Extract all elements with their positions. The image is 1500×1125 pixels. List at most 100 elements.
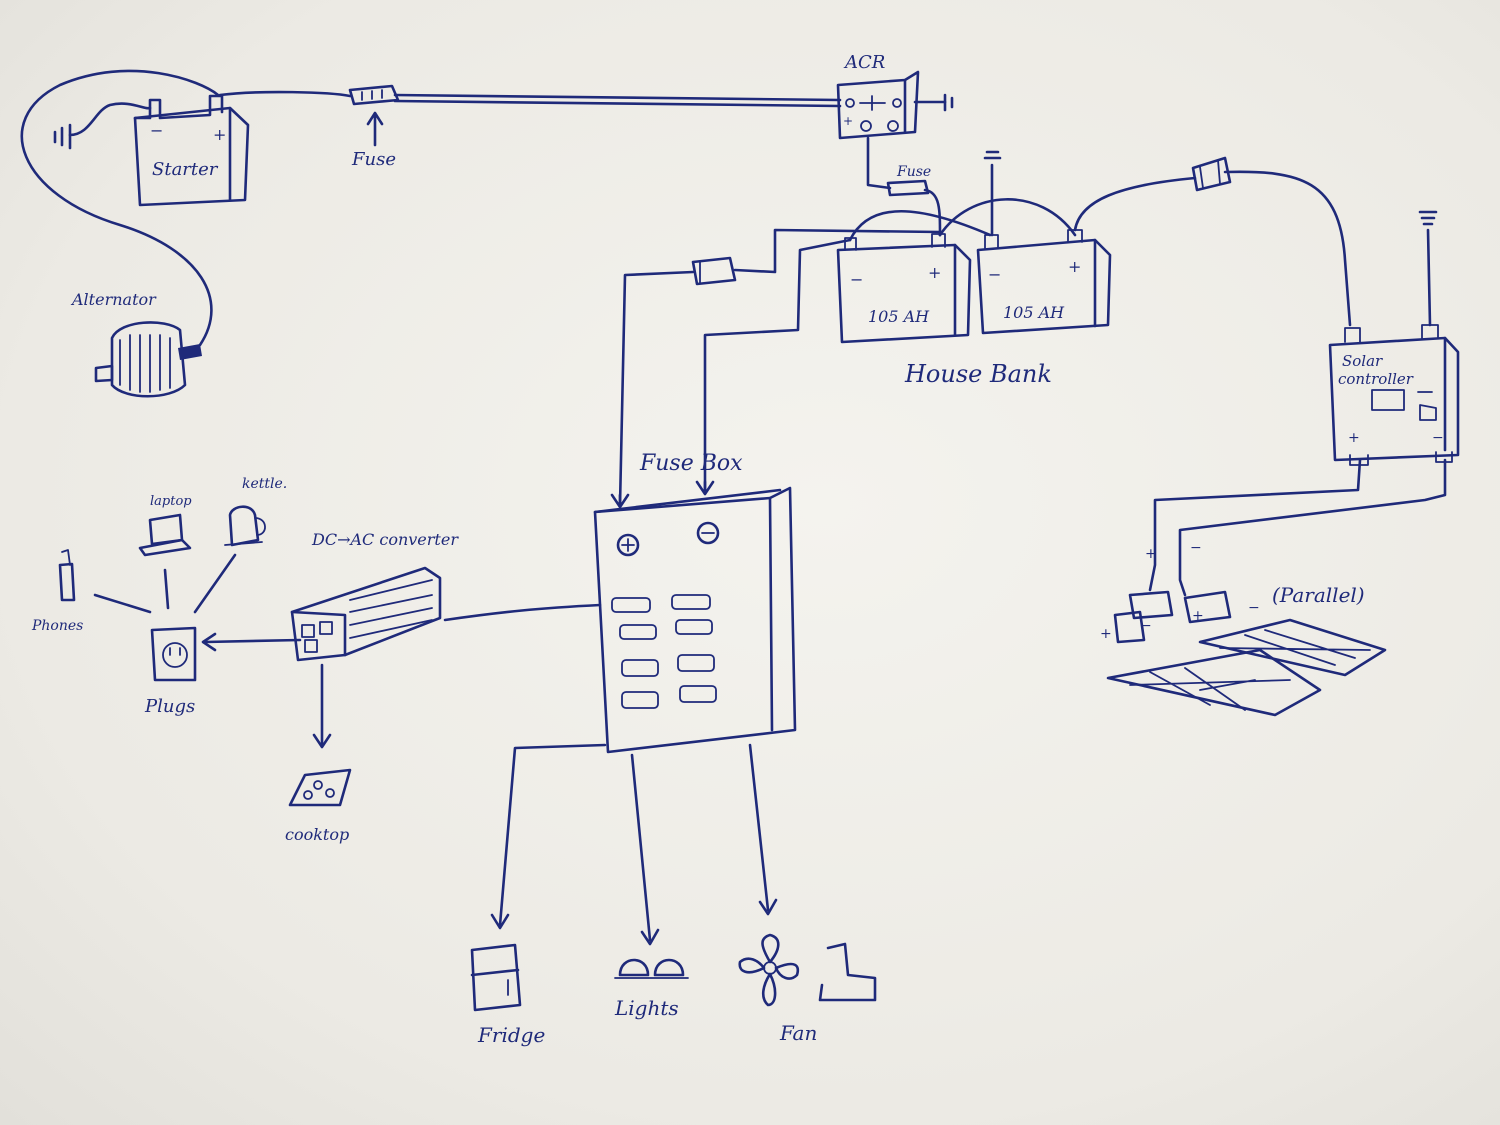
svg-text:−: − — [1432, 430, 1444, 446]
solar-panel-1 — [1106, 648, 1322, 717]
acr-fuse: Fuse — [886, 164, 931, 197]
svg-text:−: − — [1140, 618, 1152, 634]
fusebox-to-fridge-arrow — [490, 913, 510, 930]
svg-text:+: + — [1100, 626, 1112, 642]
starter-positive-sign: + — [213, 125, 226, 144]
solar-fuse-to-controller-wire — [1223, 170, 1352, 327]
controller-ground-wire — [1426, 228, 1432, 327]
fan-icon: Fan — [738, 933, 877, 1045]
svg-text:+: + — [928, 263, 941, 282]
svg-text:−: − — [850, 270, 863, 289]
laptop-to-plugs-wire — [163, 568, 170, 610]
fuse-pointer-arrow — [366, 111, 384, 147]
svg-text:−: − — [1190, 540, 1202, 556]
cooktop-icon: cooktop — [285, 768, 352, 844]
fusebox-feed-fuse — [691, 256, 737, 286]
inverter-to-plugs-arrow — [201, 632, 217, 652]
lights-icon: Lights — [614, 958, 689, 1020]
ground-icon-acr — [943, 93, 954, 112]
dc-ac-inverter: DC→AC converter — [290, 530, 459, 662]
battery-arc-1 — [848, 209, 992, 242]
controller-to-panel-pos-wire — [1148, 458, 1362, 592]
solar-controller-label-1: Solar — [1342, 352, 1383, 370]
plugs-label: Plugs — [144, 696, 195, 717]
svg-text:−: − — [988, 265, 1001, 284]
ground-icon-starter — [53, 123, 72, 150]
house-bank: − + 105 AH − + 105 AH House Bank — [836, 150, 1112, 388]
house-battery-1: − + 105 AH — [836, 233, 972, 344]
bank-to-solar-fuse-wire — [1073, 176, 1197, 232]
wires — [20, 69, 1447, 946]
starter-label: Starter — [152, 159, 219, 180]
laptop-icon: laptop — [138, 494, 192, 557]
fusebox-to-fridge-wire — [498, 743, 607, 927]
cooktop-label: cooktop — [285, 825, 349, 844]
controller-to-panel-neg-wire — [1178, 458, 1447, 597]
battery-2-label: 105 AH — [1003, 303, 1065, 322]
acr-label: ACR — [843, 52, 885, 73]
ground-icon-house — [983, 150, 1002, 160]
fridge-icon: Fridge — [470, 943, 545, 1047]
fuse-top-label: Fuse — [351, 149, 396, 170]
fusebox-to-lights-arrow — [640, 928, 660, 946]
phones-label: Phones — [31, 618, 83, 634]
fusebox-to-inverter-wire — [443, 603, 602, 622]
fusebox-to-fan-wire — [748, 743, 770, 912]
svg-text:+: + — [843, 114, 853, 128]
parallel-label: (Parallel) — [1272, 583, 1365, 607]
kettle-label: kettle. — [242, 476, 287, 492]
bank-negative-to-fusebox-wire — [703, 238, 852, 492]
fuse-box-positive — [616, 533, 640, 557]
battery-1-label: 105 AH — [868, 307, 930, 326]
solar-controller-label-2: controller — [1338, 370, 1414, 388]
fridge-label: Fridge — [477, 1023, 545, 1047]
fuse-small-label: Fuse — [896, 164, 931, 180]
fuse-box: Fuse Box — [593, 451, 797, 754]
acr-relay: ACR + — [836, 52, 954, 140]
inverter-to-cooktop-arrow — [312, 733, 332, 749]
svg-text:+: + — [1192, 608, 1204, 624]
dc-ac-label: DC→AC converter — [311, 530, 459, 549]
starter-ground-wire — [68, 102, 152, 137]
fusebox-to-fan-arrow — [758, 898, 778, 916]
phone-icon: Phones — [31, 549, 83, 634]
fan-label: Fan — [779, 1021, 817, 1045]
acr-to-fuse-wire — [866, 136, 892, 190]
fusebox-to-lights-wire — [630, 753, 652, 942]
battery-arc-2 — [938, 198, 1077, 237]
starter-to-fuse-wire — [218, 90, 352, 98]
solar-controller: Solar controller + − — [1328, 210, 1460, 466]
fuse-box-label: Fuse Box — [639, 451, 743, 476]
house-bank-label: House Bank — [904, 360, 1052, 388]
starter-battery: − + Starter — [133, 94, 250, 207]
fuse-box-negative — [696, 521, 720, 545]
solar-fuse — [1191, 156, 1232, 192]
solar-panels: + − + − + − (Parallel) — [1100, 540, 1387, 717]
lights-label: Lights — [614, 996, 679, 1020]
top-fuse: Fuse — [348, 84, 400, 170]
alternator-wire — [20, 69, 220, 347]
ground-icon-controller — [1418, 210, 1438, 226]
svg-text:+: + — [1145, 546, 1157, 562]
fuse-to-acr-wire — [393, 93, 842, 102]
solar-panel-2 — [1198, 618, 1387, 677]
starter-negative-sign: − — [150, 121, 163, 140]
kettle-to-plugs-wire — [193, 553, 237, 614]
inverter-to-plugs-wire — [203, 638, 302, 644]
fuse-to-battery-wire — [923, 188, 942, 237]
chair-icon — [818, 942, 877, 1002]
bank-to-left-fuse-wire — [733, 228, 942, 274]
house-battery-2: − + 105 AH — [976, 229, 1112, 335]
svg-text:+: + — [1068, 257, 1081, 276]
fuse-to-acr-wire-2 — [393, 99, 842, 108]
alternator: Alternator — [70, 290, 202, 398]
laptop-label: laptop — [150, 494, 192, 509]
svg-text:−: − — [1248, 600, 1260, 616]
plugs: Plugs — [144, 626, 197, 717]
phones-to-plugs-wire — [93, 593, 152, 614]
left-fuse-to-fusebox-wire — [618, 270, 695, 507]
kettle-icon: kettle. — [224, 476, 287, 547]
alternator-label: Alternator — [70, 290, 157, 309]
